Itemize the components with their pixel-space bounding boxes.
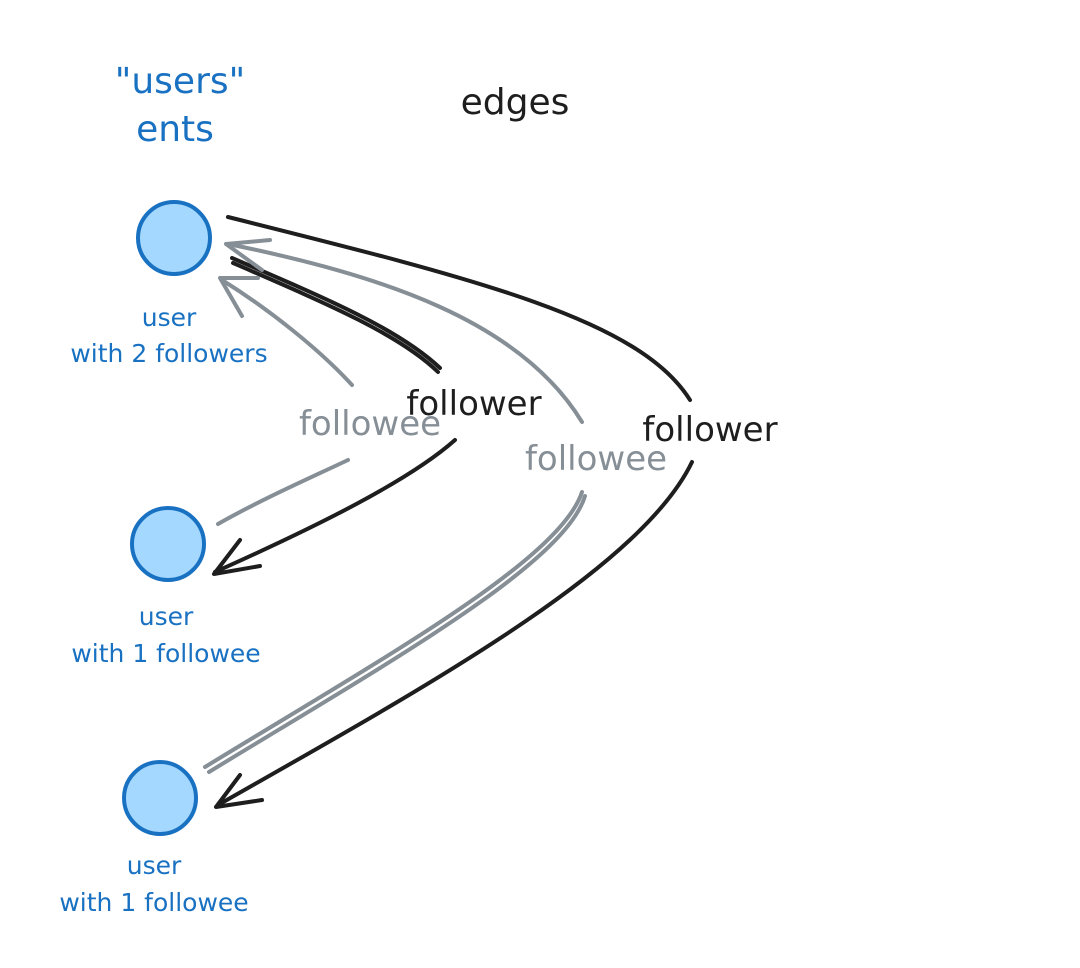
outer-followee-edge	[203, 238, 587, 774]
user-node-circle	[130, 506, 206, 582]
user-node-label: user	[142, 303, 197, 332]
inner-follower-label: follower	[406, 384, 541, 424]
user-node-label: user	[127, 851, 182, 880]
outer-follower-label: follower	[642, 410, 777, 450]
outer-followee-label: followee	[525, 439, 667, 479]
entities-title-line1: "users"	[115, 61, 245, 102]
user-node-circle	[136, 200, 212, 276]
user-node-3: user with 1 followee	[59, 760, 249, 917]
edges-title: edges	[461, 82, 570, 123]
outer-follower-edge	[214, 215, 694, 809]
user-node-label: user	[139, 602, 194, 631]
user-node-circle	[122, 760, 198, 836]
user-node-sublabel: with 2 followers	[70, 339, 267, 368]
user-node-1: user with 2 followers	[70, 200, 268, 368]
inner-followee-edge	[216, 276, 354, 526]
user-node-2: user with 1 followee	[71, 506, 261, 668]
inner-follower-edge	[212, 256, 457, 576]
inner-followee-label: followee	[299, 404, 441, 444]
entities-title-line2: ents	[136, 109, 214, 150]
user-node-sublabel: with 1 followee	[71, 639, 260, 668]
user-node-sublabel: with 1 followee	[59, 888, 248, 917]
